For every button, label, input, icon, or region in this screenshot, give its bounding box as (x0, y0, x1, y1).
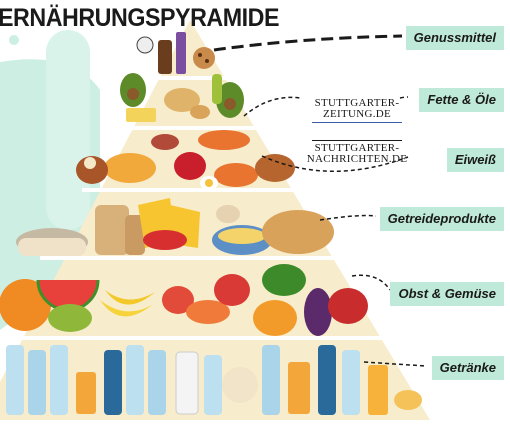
tier-genussmittel-foods (136, 32, 215, 74)
level-label-eiweiss: Eiweiß (446, 148, 504, 172)
level-label-obst-gemuese: Obst & Gemüse (390, 282, 504, 306)
brand-line: STUTTGARTER- (314, 97, 400, 109)
brand-line: ZEITUNG.DE (322, 108, 392, 120)
leader-lines (213, 34, 427, 367)
tier-obst-foods (0, 264, 368, 336)
brand-stuttgarter-zeitung: STUTTGARTER- ZEITUNG.DE (306, 98, 408, 125)
level-label-getreideprodukte: Getreideprodukte (379, 207, 504, 231)
tier-eiweiss-foods (76, 130, 295, 190)
brand-line: NACHRICHTEN.DE (306, 153, 408, 165)
tier-fette-foods (120, 73, 244, 122)
level-label-getraenke: Getränke (431, 356, 504, 380)
tier-getraenke-foods (6, 345, 422, 415)
page-title: ERNÄHRUNGSPYRAMIDE (0, 4, 279, 32)
brand-line: STUTTGARTER- (314, 142, 400, 154)
tier-getreide-foods (16, 198, 334, 256)
brand-rule (312, 122, 402, 123)
level-label-fette-oele: Fette & Öle (419, 88, 504, 112)
background-bar (46, 30, 90, 230)
brand-stuttgarter-nachrichten: STUTTGARTER- NACHRICHTEN.DE (306, 138, 408, 165)
tier-dividers (0, 76, 390, 340)
brand-rule (312, 140, 402, 141)
level-label-genussmittel: Genussmittel (405, 26, 504, 50)
background-dot (9, 35, 19, 45)
